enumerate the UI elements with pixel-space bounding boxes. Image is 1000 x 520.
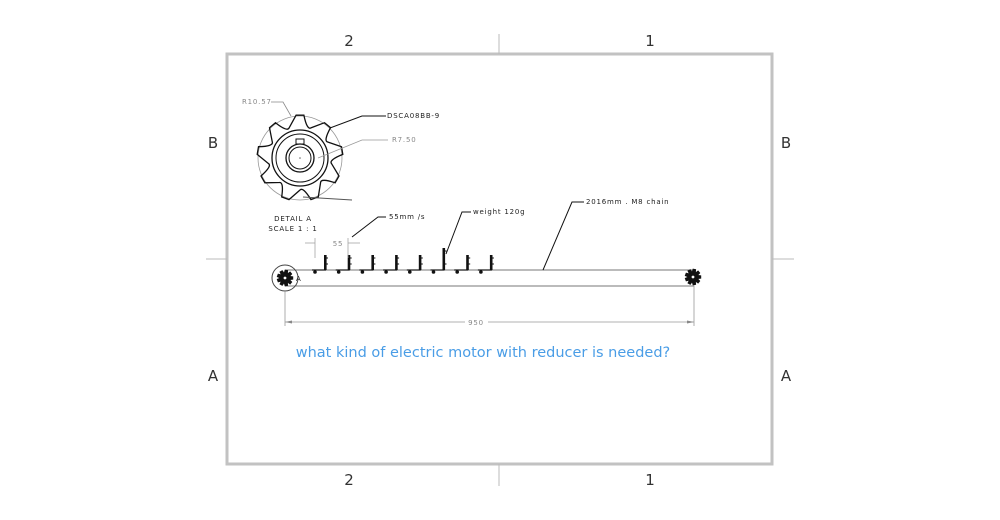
sprocket-hole	[283, 276, 287, 280]
chain-roller	[431, 270, 436, 274]
chain-roller	[313, 270, 317, 274]
leader-r10	[271, 101, 292, 117]
zone-label-top-2: 2	[344, 32, 354, 50]
part-number-label: DSCA08BB-9	[387, 112, 440, 120]
zone-label-top-1: 1	[645, 32, 655, 50]
hub-outer	[271, 129, 329, 187]
attachment-post	[371, 255, 374, 270]
detail-marker: A	[296, 275, 302, 283]
chain-roller	[408, 270, 412, 274]
chain-attachment	[477, 255, 494, 274]
chain-attachment	[406, 255, 423, 274]
attachment-post	[395, 255, 398, 270]
weight-label: weight 120g	[473, 208, 525, 216]
sprocket-detail-view: R10.57 DSCA08BB-9 R7.50 DETAIL A SCALE 1…	[242, 98, 440, 233]
radius-inner-label: R7.50	[392, 136, 416, 144]
chain-roller	[360, 270, 365, 274]
detail-title: DETAIL A	[274, 215, 312, 223]
zone-label-right-a: A	[781, 367, 792, 385]
conveyor-view: A 55 55mm /s weight 120g 2016mm . M8 cha…	[271, 198, 702, 327]
center-mark	[299, 157, 301, 159]
attachment-post	[324, 255, 327, 270]
chain-attachment	[335, 255, 352, 274]
attachment-post	[442, 248, 446, 270]
pitch-dimension: 55	[333, 240, 344, 248]
chain-roller	[336, 270, 341, 274]
attachment-post	[489, 255, 493, 270]
chain-attachment	[454, 255, 471, 274]
attachment-post	[466, 255, 469, 270]
drive-sprocket	[276, 269, 294, 287]
keyway	[295, 138, 305, 145]
zone-label-bottom-2: 2	[344, 471, 354, 489]
chain-attachment	[312, 255, 328, 274]
chain-roller	[479, 270, 483, 274]
zone-label-left-b: B	[208, 134, 218, 152]
chain-roller	[455, 270, 460, 274]
leader-weight	[445, 211, 471, 255]
bore-inner	[288, 146, 312, 170]
chain-label: 2016mm . M8 chain	[586, 198, 669, 206]
chain-attachment	[359, 255, 376, 274]
attachment-post	[347, 255, 351, 270]
chain-roller	[384, 270, 388, 274]
detail-scale: SCALE 1 : 1	[268, 225, 317, 233]
attachment-post	[418, 255, 422, 270]
question-note: what kind of electric motor with reducer…	[296, 345, 671, 361]
idler-sprocket	[684, 268, 702, 286]
chain-attachment	[430, 248, 447, 274]
zone-label-right-b: B	[781, 134, 791, 152]
sprocket-outline	[256, 114, 344, 201]
sheet-border	[225, 52, 774, 466]
sprocket-base-line	[302, 196, 353, 201]
leader-chain	[542, 201, 584, 271]
zone-label-left-a: A	[208, 367, 219, 385]
sprocket-hole	[691, 275, 695, 279]
leader-r7	[317, 139, 388, 159]
pitch-circle	[257, 115, 343, 201]
leader-part	[329, 115, 386, 129]
length-arrow-right	[687, 320, 694, 324]
zone-label-bottom-1: 1	[645, 471, 655, 489]
speed-label: 55mm /s	[389, 213, 425, 221]
hub-ring	[275, 133, 325, 183]
leader-speed	[351, 216, 386, 238]
chain-attachment	[383, 255, 400, 274]
sprocket-teeth	[256, 114, 344, 201]
chain-attachments	[312, 248, 494, 274]
length-dimension: 950	[468, 319, 484, 327]
length-arrow-left	[285, 320, 292, 324]
radius-outer-label: R10.57	[242, 98, 272, 106]
